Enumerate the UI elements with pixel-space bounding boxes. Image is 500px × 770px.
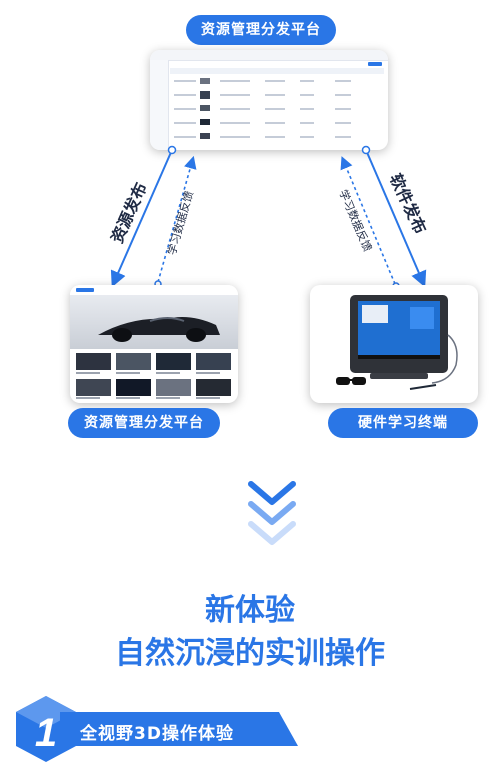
headline-line1: 新体验 (205, 593, 295, 628)
screenshot-sidebar (150, 60, 169, 150)
screenshot-table (170, 68, 384, 139)
left-platform-screenshot (70, 285, 238, 403)
screenshot-blue-button (368, 62, 382, 66)
portal-logo (76, 288, 94, 292)
left-solid-arrow (110, 149, 173, 288)
hardware-terminal-pill: 硬件学习终端 (328, 408, 478, 438)
3d-glasses-icon (336, 377, 366, 385)
screenshot-topbar (150, 50, 388, 61)
top-platform-screenshot (150, 50, 388, 150)
chevron-down-icon (248, 481, 296, 545)
headline-line2: 自然沉浸的实训操作 (115, 636, 385, 671)
left-platform-pill: 资源管理分发平台 (68, 408, 220, 438)
section-title: 全视野3D操作体验 (80, 724, 234, 744)
section-number: 1 (35, 711, 57, 755)
left-solid-dot (167, 145, 177, 155)
race-car-icon (98, 317, 220, 342)
flow-arrows: 资源发布 学习数据反馈 学习数据反馈 软件发布 (107, 145, 430, 290)
left-dashed-arrow (157, 155, 197, 283)
portal-hero-image (70, 295, 238, 349)
hardware-terminal-image (310, 285, 478, 403)
section-title-bar (60, 712, 298, 746)
top-platform-pill: 资源管理分发平台 (186, 15, 336, 45)
right-solid-label: 软件发布 (386, 171, 430, 237)
portal-thumbnails (76, 353, 234, 399)
left-dashed-label: 学习数据反馈 (164, 189, 196, 256)
right-solid-dot (361, 145, 371, 155)
3d-terminal-icon (336, 295, 458, 390)
right-dashed-arrow (340, 156, 396, 285)
right-solid-arrow (365, 149, 427, 288)
